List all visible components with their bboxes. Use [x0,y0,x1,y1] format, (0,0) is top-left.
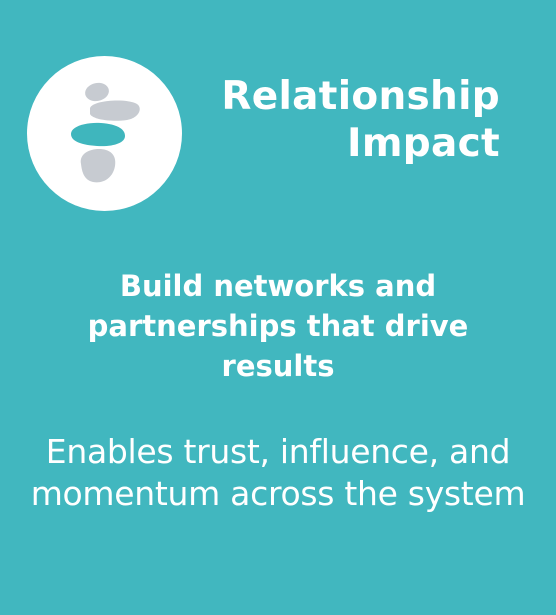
second-stone [90,100,140,121]
accent-stone [71,122,125,147]
top-stone [85,82,109,102]
title-line-1: Relationship [221,74,500,119]
stacked-stones-logo [27,56,182,211]
card-description: Enables trust, influence, and momentum a… [30,432,526,513]
stacked-stones-icon [71,82,140,183]
card-title: Relationship Impact [170,73,500,167]
bottom-stone [80,149,116,183]
title-line-2: Impact [347,121,500,166]
card-subheading: Build networks and partnerships that dri… [87,269,469,383]
